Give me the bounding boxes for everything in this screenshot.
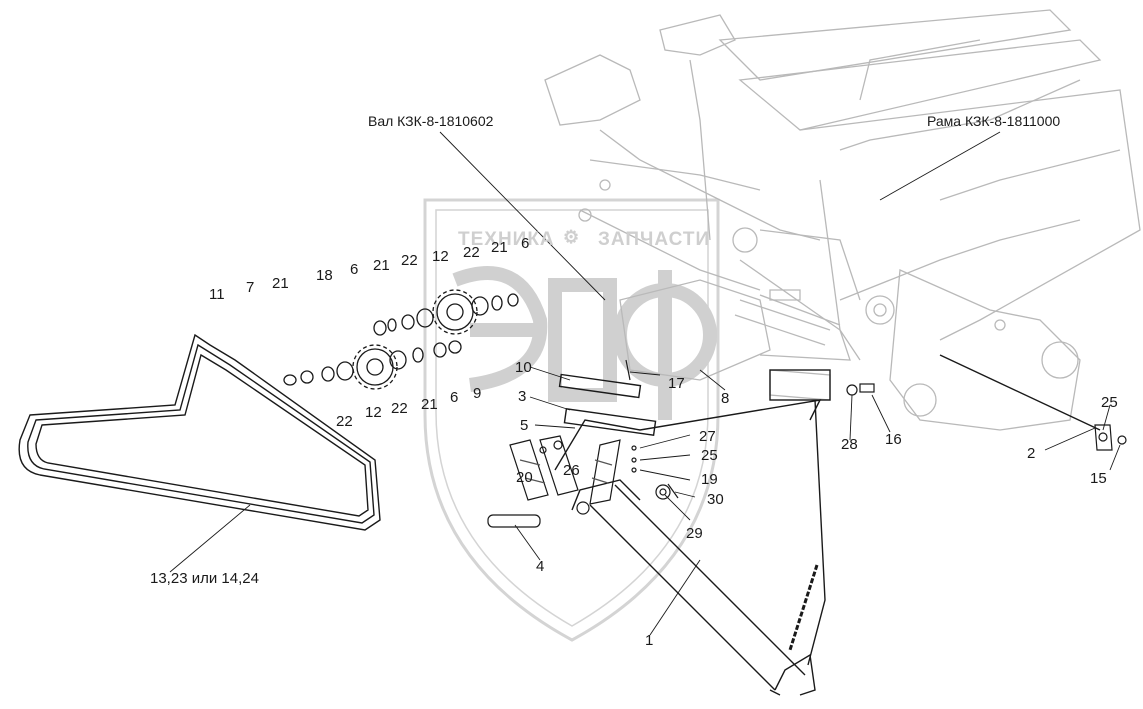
part-label-1: 1: [645, 632, 654, 649]
part-label-21: 21: [491, 239, 508, 256]
part-label-2: 2: [1027, 445, 1036, 462]
part-label-21: 21: [272, 275, 289, 292]
small-hardware: [487, 359, 1127, 528]
part-label-27: 27: [699, 428, 716, 445]
frame-title: Рама КЗК-8-1811000: [927, 113, 1061, 129]
part-label-15: 15: [1090, 470, 1107, 487]
part-label-21: 21: [373, 257, 390, 274]
part-label-9: 9: [473, 385, 482, 402]
part-label-26: 26: [563, 462, 580, 479]
gear-icon: ⚙: [563, 227, 581, 247]
shaft-title: Вал КЗК-8-1810602: [368, 113, 494, 129]
part-label-10: 10: [515, 359, 532, 376]
part-label-22: 22: [336, 413, 353, 430]
shaft-parts: [283, 289, 519, 390]
belt-label: 13,23 или 14,24: [150, 570, 259, 587]
watermark-text-right: ЗАПЧАСТИ: [598, 229, 711, 250]
part-label-8: 8: [721, 390, 730, 407]
frame-background: [544, 9, 1141, 431]
part-label-18: 18: [316, 267, 333, 284]
part-label-19: 19: [701, 471, 718, 488]
part-label-22: 22: [463, 244, 480, 261]
part-label-6: 6: [350, 261, 359, 278]
v-belt: [18, 333, 381, 531]
part-label-25: 25: [1101, 394, 1118, 411]
part-label-30: 30: [707, 491, 724, 508]
watermark-text-left: ТЕХНИКА: [458, 229, 555, 250]
part-label-16: 16: [885, 431, 902, 448]
part-label-6: 6: [450, 389, 459, 406]
part-label-11: 11: [209, 286, 225, 303]
sprocket-12-upper: [432, 289, 478, 335]
part-label-20: 20: [516, 469, 533, 486]
sprocket-12-lower: [352, 344, 398, 390]
lever-arm: [554, 369, 831, 696]
guide-plates: [509, 435, 621, 505]
part-label-22: 22: [391, 400, 408, 417]
part-label-7: 7: [246, 279, 255, 296]
part-label-22: 22: [401, 252, 418, 269]
part-label-12: 12: [432, 248, 449, 265]
part-label-3: 3: [518, 388, 527, 405]
part-label-12: 12: [365, 404, 382, 421]
watermark-logo: [452, 266, 717, 420]
chain-rod: [788, 354, 1101, 651]
watermark-shield: [423, 198, 720, 642]
part-label-29: 29: [686, 525, 703, 542]
part-label-5: 5: [520, 417, 529, 434]
part-label-25: 25: [701, 447, 718, 464]
part-label-21: 21: [421, 396, 438, 413]
part-label-17: 17: [668, 375, 685, 392]
leader-lines: [169, 131, 1121, 636]
part-label-6: 6: [521, 235, 530, 252]
part-label-28: 28: [841, 436, 858, 453]
part-label-4: 4: [536, 558, 545, 575]
